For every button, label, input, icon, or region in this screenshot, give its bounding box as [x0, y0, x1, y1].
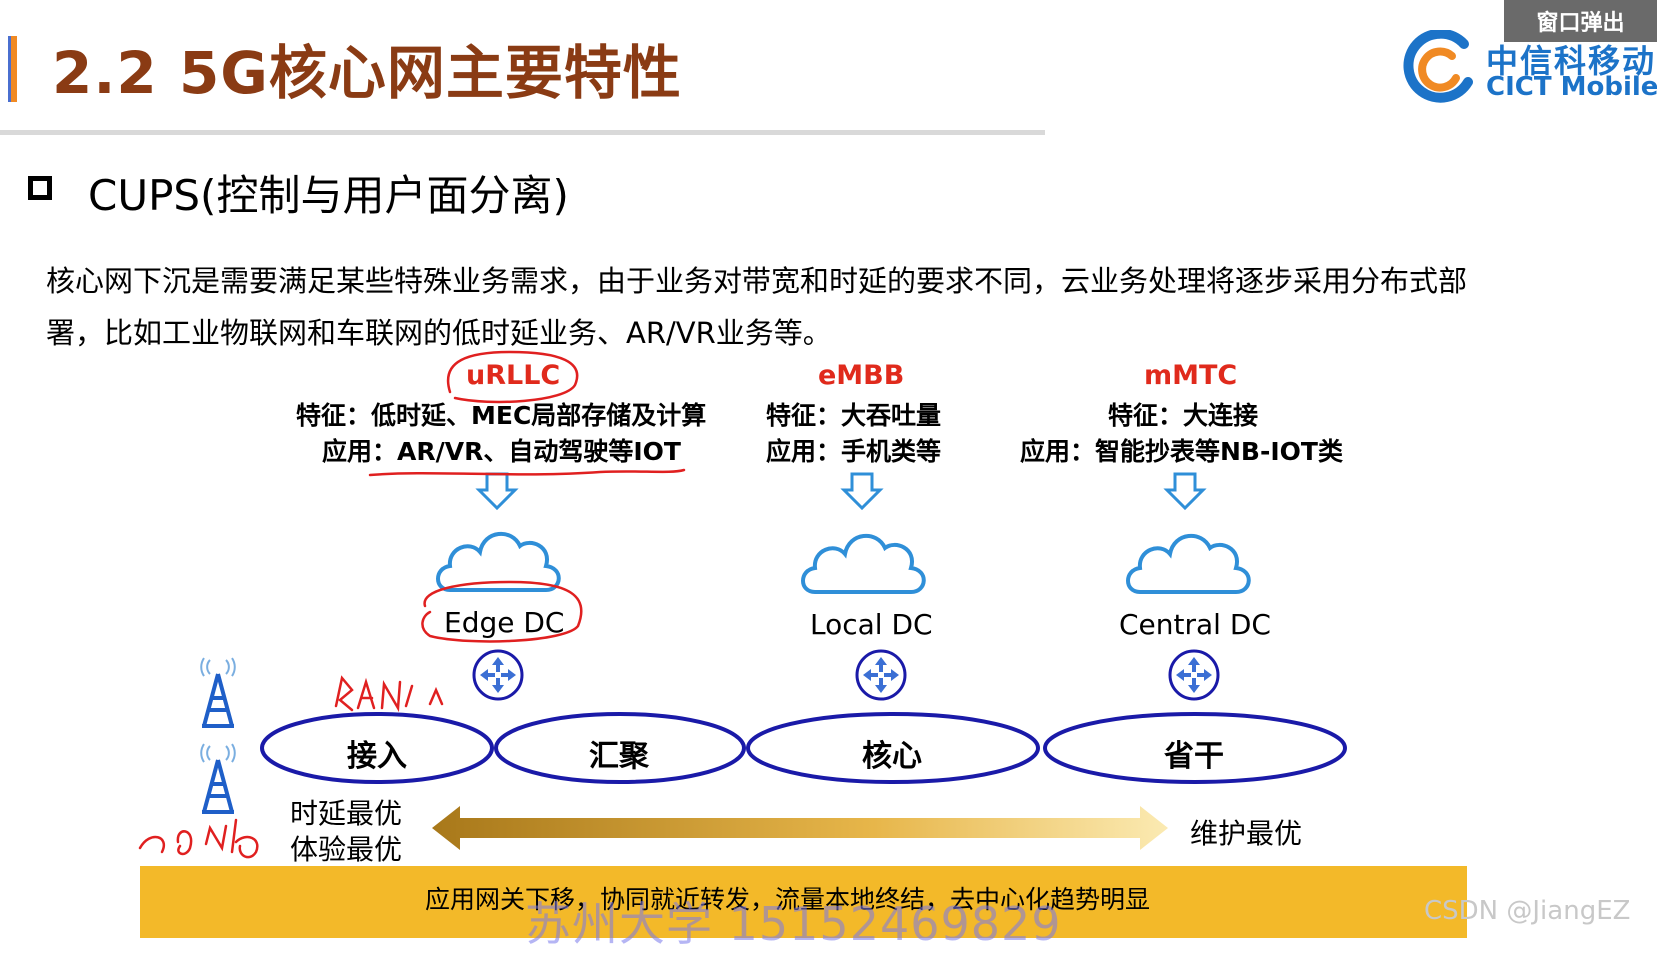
feature-app-mmtc: 应用：智能抄表等NB-IOT类 [1020, 437, 1343, 466]
handwriting-annotations [138, 350, 686, 859]
aggregation-ring [494, 712, 746, 784]
logo-chinese-name: 中信科移动 [1486, 42, 1657, 80]
level-aggregation: 汇聚 [589, 739, 649, 774]
dc-label-local: Local DC [810, 608, 933, 641]
central-router-icon [1168, 649, 1220, 701]
local-cloud-icon [801, 533, 926, 594]
cict-logo-icon [1403, 30, 1473, 103]
base-station-tower-icon [199, 742, 237, 814]
level-core: 核心 [862, 739, 922, 774]
edge-router-icon [472, 649, 524, 701]
trend-ribbon-text: 应用网关下移，协同就近转发，流量本地终结，去中心化趋势明显 [425, 885, 1151, 914]
down-arrow-icon [842, 472, 882, 510]
logo-english-name: CICT Mobile [1486, 72, 1657, 102]
down-arrow-icon [477, 472, 517, 510]
title-divider [0, 130, 1045, 135]
feature-trait-mmtc: 特征：大连接 [1108, 401, 1259, 430]
trend-ribbon [140, 866, 1467, 938]
backbone-ring [1043, 712, 1347, 784]
core-ring [746, 712, 1040, 784]
down-arrow-icon [1165, 472, 1205, 510]
video-watermark: 苏州大学 15152469829 [525, 897, 1062, 951]
section-heading: CUPS(控制与用户面分离) [88, 171, 569, 220]
feature-app-embb: 应用：手机类等 [766, 437, 942, 466]
base-station-tower-icon [199, 656, 237, 728]
feature-name-mmtc: mMTC [1144, 360, 1238, 391]
slide-title: 2.2 5G核心网主要特性 [52, 39, 682, 107]
label-maintenance-optimal: 维护最优 [1190, 817, 1303, 850]
level-backbone: 省干 [1164, 739, 1224, 774]
dc-label-central: Central DC [1119, 608, 1271, 641]
access-ring [260, 712, 494, 784]
feature-app-urllc: 应用：AR/VR、自动驾驶等IOT [322, 437, 681, 466]
feature-trait-embb: 特征：大吞吐量 [766, 401, 942, 430]
gradient-double-arrow [432, 806, 1168, 850]
title-accent-bar-orange [11, 36, 17, 102]
intro-paragraph: 核心网下沉是需要满足某些特殊业务需求，由于业务对带宽和时延的要求不同，云业务处理… [46, 264, 1468, 350]
popup-window-button[interactable]: 窗口弹出 [1504, 0, 1657, 42]
label-experience-optimal: 体验最优 [290, 833, 403, 866]
feature-trait-urllc: 特征：低时延、MEC局部存储及计算 [296, 401, 707, 430]
bullet-square-icon [28, 176, 52, 200]
central-cloud-icon [1126, 533, 1251, 594]
feature-name-urllc: uRLLC [466, 360, 561, 391]
csdn-watermark: CSDN @JiangEZ [1424, 896, 1631, 926]
label-latency-optimal: 时延最优 [290, 797, 403, 830]
local-router-icon [855, 649, 907, 701]
level-access: 接入 [347, 739, 407, 774]
dc-label-edge: Edge DC [444, 606, 565, 639]
feature-name-embb: eMBB [818, 360, 905, 391]
